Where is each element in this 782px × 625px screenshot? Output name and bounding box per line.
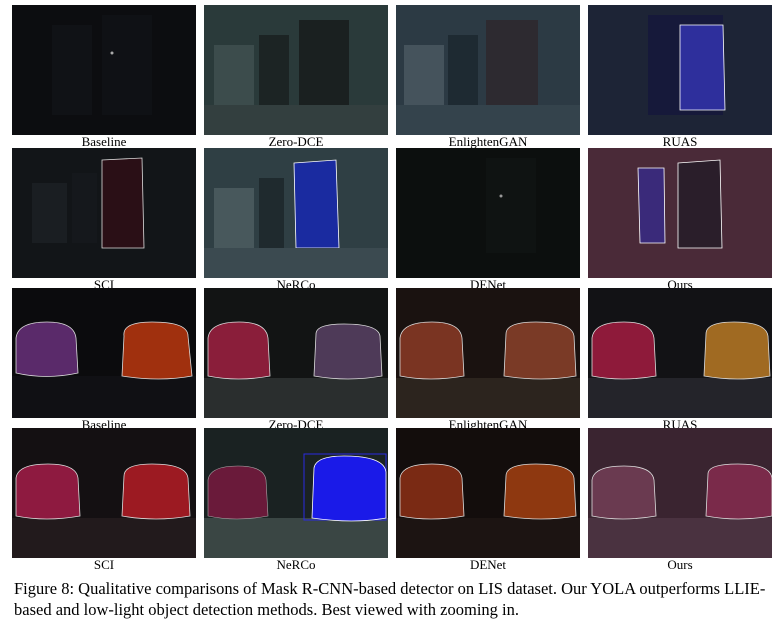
panel-label: EnlightenGAN	[448, 134, 528, 149]
panel-image	[204, 288, 388, 418]
panel-label: Baseline	[81, 134, 127, 149]
panel-image	[12, 148, 196, 278]
panel-image	[588, 428, 772, 558]
panel-label: DENet	[469, 557, 507, 572]
panel-label: SCI	[93, 557, 115, 572]
panel-label: Zero-DCE	[268, 134, 324, 149]
panel-image	[396, 428, 580, 558]
panel-image	[12, 288, 196, 418]
panel-image	[12, 428, 196, 558]
panel-image	[588, 5, 772, 135]
panel-image	[204, 428, 388, 558]
panel-label: RUAS	[662, 134, 698, 149]
panel-label: NeRCo	[276, 557, 316, 572]
panel-image	[588, 288, 772, 418]
panel-image	[204, 148, 388, 278]
figure-grid: Baseline Zero-DCE EnlightenGAN	[12, 5, 772, 572]
panel-image	[396, 148, 580, 278]
panel-image	[12, 5, 196, 135]
panel-image	[204, 5, 388, 135]
panel-image	[396, 5, 580, 135]
figure-caption: Figure 8: Qualitative comparisons of Mas…	[14, 579, 766, 619]
panel-image	[396, 288, 580, 418]
panel-label: Ours	[667, 557, 693, 572]
panel-image	[588, 148, 772, 278]
